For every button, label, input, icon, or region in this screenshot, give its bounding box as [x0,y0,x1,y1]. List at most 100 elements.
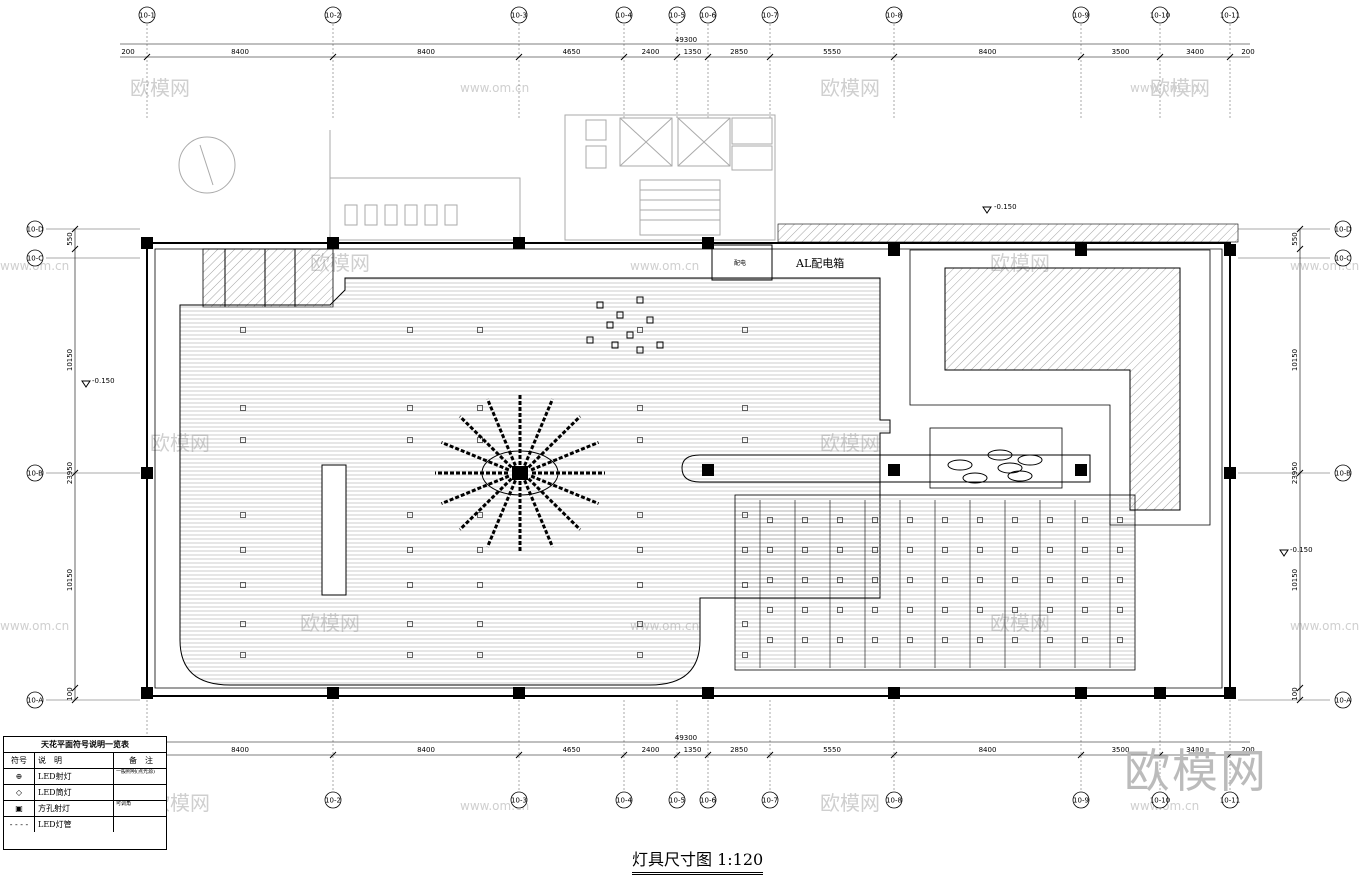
legend-note [114,817,166,832]
square-downlight [742,437,748,443]
axis-label: 10-5 [669,797,685,805]
column [888,244,900,256]
dimension-label: 3400 [1186,746,1204,754]
square-downlight [872,607,878,613]
chandelier-arm [486,479,517,548]
legend-desc: LED灯管 [35,817,114,832]
dimension-tick [71,684,79,692]
square-downlight [1082,607,1088,613]
axis-bubble [1334,691,1352,709]
square-downlight [240,547,246,553]
pendant-light [1007,470,1033,482]
dimension-tick [1296,696,1304,704]
axis-label: 10-8 [886,797,902,805]
legend-note [114,785,166,800]
square-downlight [407,547,413,553]
dimension-tick [673,53,681,61]
dimension-label: 10150 [1291,349,1299,371]
column [141,237,153,249]
axis-label: 10-10 [1150,797,1170,805]
pendant-light [1017,454,1043,466]
square-downlight [407,437,413,443]
dimension-tick [1077,53,1085,61]
cluster-light [611,341,619,349]
dimension-tick [704,751,712,759]
square-downlight [477,405,483,411]
square-downlight [907,577,913,583]
bottom-axis-bubbles: 10-110-210-310-410-510-610-710-810-910-1… [138,791,1240,809]
cluster-light [586,336,594,344]
dimension-label: 1350 [684,746,702,754]
axis-bubble [1334,220,1352,238]
dimension-edge: 200 [1241,48,1254,56]
square-downlight [942,517,948,523]
dimension-label: 10150 [66,569,74,591]
square-downlight [872,637,878,643]
cluster-light [616,311,624,319]
watermark-brand: 欧模网 [820,76,880,100]
axis-bubble [668,6,686,24]
dimension-label: 4650 [563,746,581,754]
dimension-label: 4650 [563,48,581,56]
column [141,687,153,699]
chandelier-arm [530,474,600,506]
stair-hatch [202,248,334,308]
dimension-tick [766,751,774,759]
column [1224,687,1236,699]
pendant-light [962,472,988,484]
dimension-tick [704,53,712,61]
dimension-tick [1226,751,1234,759]
cluster-light [656,341,664,349]
legend-header-symbol: 符号 [4,753,35,768]
dimension-tick [890,751,898,759]
square-downlight [1082,637,1088,643]
structural-columns [141,237,1236,699]
axis-bubble [1334,249,1352,267]
square-downlight [907,607,913,613]
axis-bubble [699,6,717,24]
dimension-tick [71,225,79,233]
axis-label: 10-10 [1150,12,1170,20]
column [888,687,900,699]
square-downlight [1117,637,1123,643]
square-downlight [767,547,773,553]
watermark-brand: 欧模网 [820,791,880,815]
dimension-tick [620,53,628,61]
axis-bubble [1221,6,1239,24]
dimension-label: 550 [1291,232,1299,245]
square-downlight [477,512,483,518]
chandelier-arm [486,398,517,467]
dimension-label: 550 [66,232,74,245]
dimension-label: 2400 [642,48,660,56]
level-mark-left: -0.150 [81,377,115,388]
legend-note: 可调角 [116,801,132,807]
dimension-tick [515,751,523,759]
square-downlight [802,577,808,583]
square-downlight [477,652,483,658]
chandelier-arm [523,479,554,548]
dimension-tick [1296,245,1304,253]
square-downlight [1012,577,1018,583]
level-mark-right: -0.150 [1279,546,1313,557]
dimension-label: 23950 [1291,462,1299,484]
dimension-tick [143,53,151,61]
axis-label: 10-6 [700,12,716,20]
axis-bubble [324,791,342,809]
axis-label: 10-2 [325,12,341,20]
dimension-total: 49300 [675,734,697,742]
square-downlight [977,547,983,553]
legend-header-desc: 说 明 [35,753,114,768]
dimension-label: 8400 [231,746,249,754]
axis-label: 10-3 [511,797,527,805]
dimension-tick [71,245,79,253]
dimension-label: 5550 [823,746,841,754]
watermark-url: www.om.cn [1130,81,1199,95]
corridor-ceiling [681,454,1091,483]
axis-bubble [1072,6,1090,24]
column [1075,244,1087,256]
chandelier-arm [527,477,582,531]
square-downlight [240,327,246,333]
chandelier-arm [440,474,510,506]
